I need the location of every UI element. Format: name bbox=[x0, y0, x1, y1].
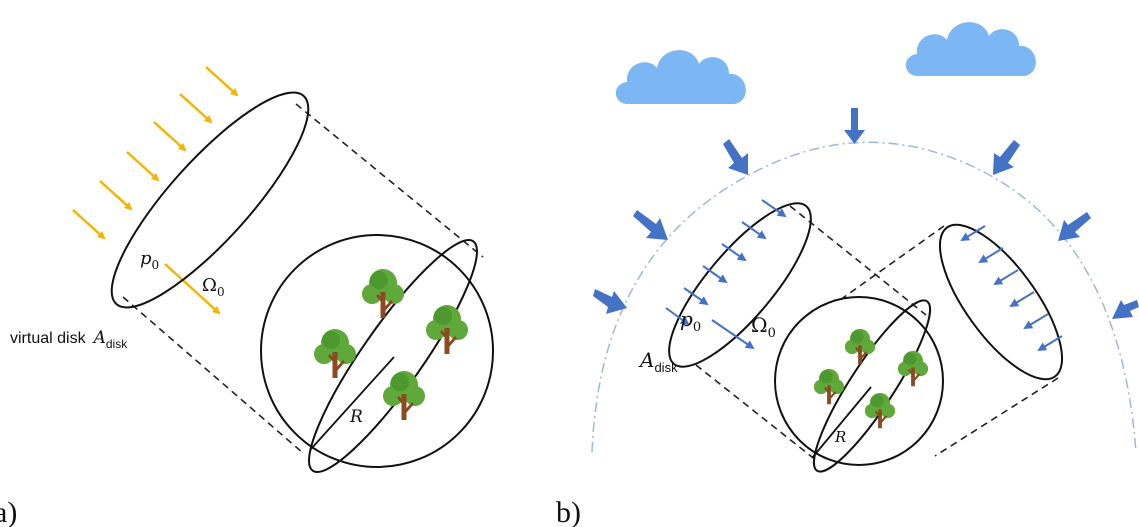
tree-icon bbox=[314, 329, 356, 378]
virtual-disk-ellipse bbox=[110, 91, 310, 309]
cloud-icon bbox=[905, 22, 1036, 76]
inner-disk-ellipse bbox=[308, 239, 478, 473]
radius-line-b bbox=[811, 386, 872, 459]
disk-arrows-left bbox=[665, 199, 787, 350]
tree-icon bbox=[426, 305, 468, 354]
disk-ellipse-right bbox=[938, 223, 1064, 381]
tree-icon bbox=[897, 350, 929, 387]
radius-label-b: R bbox=[834, 428, 846, 446]
omega0-label-b: Ω0 bbox=[751, 313, 776, 341]
p0-label-b: p0 bbox=[680, 307, 701, 335]
virtual-disk-label: virtual disk Adisk bbox=[10, 328, 128, 351]
canopy-sphere-b bbox=[774, 296, 944, 466]
disk-arrows-right bbox=[960, 225, 1063, 352]
panel-a: p0 Ω0 virtual disk Adisk R a) bbox=[0, 66, 494, 527]
sky-dome bbox=[591, 141, 1137, 453]
sun-rays bbox=[72, 66, 239, 315]
a-disk-label-b: Adisk bbox=[638, 348, 678, 375]
projection-tubes-b bbox=[695, 205, 1059, 458]
radius-line bbox=[310, 356, 395, 450]
canopy-sphere bbox=[260, 234, 494, 468]
omega0-label-a: Ω0 bbox=[202, 275, 225, 299]
cloud-icon bbox=[615, 50, 746, 104]
radius-label-a: R bbox=[349, 407, 363, 427]
tree-icon bbox=[362, 269, 404, 318]
panel-b: p0 Ω0 Adisk R b) bbox=[556, 22, 1139, 527]
tree-icon bbox=[383, 371, 425, 420]
panel-b-label: b) bbox=[556, 496, 581, 527]
diffuse-sky-arrows bbox=[593, 108, 1139, 319]
tree-icon bbox=[844, 328, 876, 365]
p0-label-a: p0 bbox=[140, 248, 159, 272]
panel-a-label: a) bbox=[0, 496, 17, 527]
projection-tube bbox=[122, 103, 484, 454]
disk-ellipse-left bbox=[668, 202, 812, 368]
inner-disk-ellipse-b bbox=[812, 299, 932, 473]
